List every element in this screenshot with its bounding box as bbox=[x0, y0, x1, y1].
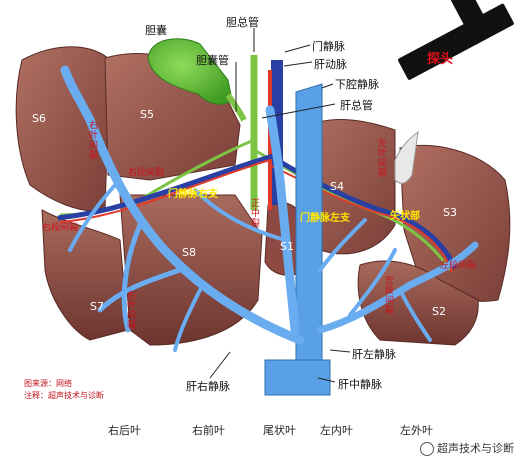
lobe-right-posterior: 右后叶 bbox=[108, 424, 141, 437]
right-hepatic-vein-label: 肝右静脉 bbox=[186, 380, 230, 393]
right-hepatic-vein-branch1 bbox=[97, 267, 183, 313]
watermark: 超声技术与诊断 bbox=[420, 440, 514, 456]
gallbladder-label: 胆囊 bbox=[145, 24, 167, 37]
portal-right-branch bbox=[57, 152, 278, 221]
right-intersegmental-fissure-label-2: 右段间裂 bbox=[42, 223, 79, 233]
left-hepatic-vein-label: 肝左静脉 bbox=[352, 348, 396, 361]
ivc-shape bbox=[295, 83, 323, 396]
cystic-duct-line bbox=[225, 93, 247, 122]
falciform-ligament bbox=[394, 130, 419, 184]
right-hepatic-vein-branch4 bbox=[173, 288, 202, 352]
segment-label-s7: S7 bbox=[90, 300, 104, 313]
segment-label-s3: S3 bbox=[443, 206, 457, 219]
segment-label-s5: S5 bbox=[140, 108, 154, 121]
right-intersegmental-fissure-label-1: 右段间裂 bbox=[128, 168, 165, 178]
segment-label-s1: S1 bbox=[280, 240, 294, 253]
common-bile-duct-top-label: 胆总管 bbox=[226, 16, 259, 29]
portal-vein-label: 门静脉 bbox=[312, 40, 345, 53]
lobe-left-medial: 左内叶 bbox=[320, 424, 353, 437]
segment-label-s8: S8 bbox=[182, 246, 196, 259]
common-hepatic-duct-label: 肝总管 bbox=[340, 99, 373, 112]
portal-left-branch-label: 门静脉左支 bbox=[300, 213, 350, 224]
left-hepatic-vein-branch2 bbox=[398, 288, 432, 342]
middle-fissure-label: 正中裂 bbox=[249, 198, 259, 228]
lobe-left-lateral: 左外叶 bbox=[400, 424, 433, 437]
left-intersegmental-vertical-label: 左段间裂 bbox=[383, 275, 393, 315]
watermark-text: 超声技术与诊断 bbox=[437, 442, 514, 455]
cystic-duct-label: 胆囊管 bbox=[196, 54, 229, 67]
segment-s7-lobe bbox=[41, 209, 129, 341]
wechat-icon bbox=[420, 442, 434, 456]
source-line-2: 注释：超声技术与诊断 bbox=[24, 391, 104, 400]
segment-s6-lobe bbox=[15, 46, 111, 212]
middle-hepatic-vein bbox=[265, 105, 300, 335]
probe-icon bbox=[398, 0, 514, 80]
right-hepatic-vein-branch3 bbox=[121, 222, 143, 333]
left-hepatic-vein-branch1 bbox=[348, 248, 397, 317]
middle-hepatic-vein-label: 肝中静脉 bbox=[338, 378, 382, 391]
middle-hepatic-vein-branch bbox=[193, 188, 287, 242]
right-intersectoral-fissure-label-top: 右叶间裂 bbox=[87, 120, 97, 160]
umbilical-portion-label: 矢状部 bbox=[390, 211, 420, 222]
segment-label-s6: S6 bbox=[32, 112, 46, 125]
segment-label-s4: S4 bbox=[330, 180, 344, 193]
right-intersectoral-fissure-label-bottom: 右叶间裂 bbox=[125, 290, 135, 330]
left-interlobar-fissure-label: 左叶间裂 bbox=[376, 138, 386, 178]
source-line-1: 图来源：网络 bbox=[24, 379, 72, 388]
left-hepatic-vein bbox=[316, 241, 479, 334]
ivc-label: 下腔静脉 bbox=[335, 78, 379, 91]
right-hepatic-vein-branch2 bbox=[68, 178, 122, 252]
segment-label-s2: S2 bbox=[432, 305, 446, 318]
left-hepatic-vein-branch3 bbox=[318, 218, 367, 272]
probe-label: 探头 bbox=[427, 52, 454, 67]
gallbladder-shape bbox=[147, 38, 233, 105]
leader-lines bbox=[209, 28, 351, 383]
lobe-caudate: 尾状叶 bbox=[263, 424, 296, 437]
ivc-lower bbox=[264, 359, 331, 396]
lobe-right-anterior: 右前叶 bbox=[192, 424, 225, 437]
artery-right-branch bbox=[59, 159, 271, 223]
portal-right-branch-label: 门静脉右支 bbox=[168, 189, 218, 200]
hepatic-artery-label: 肝动脉 bbox=[314, 58, 347, 71]
right-hepatic-vein bbox=[60, 65, 305, 345]
left-intersegmental-fissure-label: 左段间裂 bbox=[440, 261, 477, 271]
